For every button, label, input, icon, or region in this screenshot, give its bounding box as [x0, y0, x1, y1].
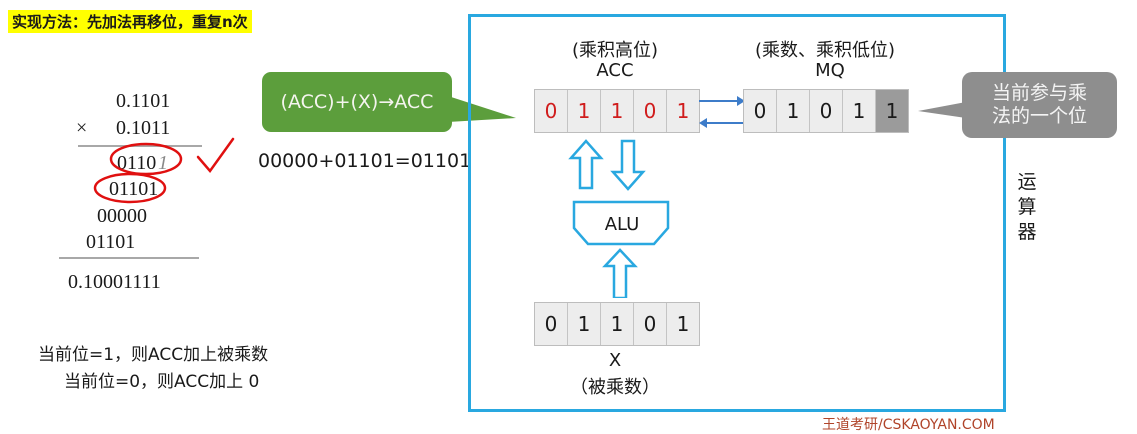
acc-bit: 0 — [535, 90, 568, 132]
operation-text: (ACC)+(X)→ACC — [280, 91, 434, 113]
partial-product-4: 01101 — [86, 231, 136, 253]
divider-line — [59, 257, 199, 259]
product-result: 0.10001111 — [68, 271, 161, 293]
rule-note-bit-1: 当前位=1，则ACC加上被乘数 — [38, 345, 269, 365]
acc-bit: 0 — [634, 90, 667, 132]
x-bit: 1 — [667, 303, 699, 345]
x-label: X — [608, 350, 622, 371]
mq-bit: 0 — [744, 90, 777, 132]
partial-product-annotation: 1 — [158, 152, 168, 174]
x-bit: 0 — [535, 303, 568, 345]
x-bit: 1 — [601, 303, 634, 345]
mq-label: MQ — [815, 60, 845, 81]
current-bit-callout-pointer — [918, 102, 966, 118]
mq-current-bit: 1 — [876, 90, 908, 132]
mq-bit: 0 — [810, 90, 843, 132]
divider-line — [78, 145, 202, 147]
addition-equation: 00000+01101=01101 — [258, 150, 472, 172]
circle-annotation-1 — [109, 142, 183, 176]
mq-bit: 1 — [843, 90, 876, 132]
arithmetic-unit-label: 运算器 — [1017, 171, 1037, 243]
mq-caption: (乘数、乘积低位) — [754, 40, 896, 61]
alu-label: ALU — [604, 214, 640, 235]
acc-label: ACC — [596, 60, 634, 81]
multiplier: 0.1011 — [116, 117, 171, 139]
acc-bit: 1 — [568, 90, 601, 132]
mq-bit: 1 — [777, 90, 810, 132]
circle-annotation-2 — [93, 172, 167, 204]
multiplicand: 0.1101 — [116, 90, 171, 112]
up-arrow-icon — [602, 248, 638, 298]
x-bit: 0 — [634, 303, 667, 345]
acc-bit: 1 — [601, 90, 634, 132]
alu-diagram — [568, 139, 670, 298]
current-bit-text: 当前参与乘法的一个位 — [991, 82, 1087, 127]
arrow-right-icon — [737, 96, 745, 106]
alu-shape — [572, 200, 670, 246]
times-sign: × — [76, 117, 88, 139]
rule-notes: 当前位=1，则ACC加上被乘数 当前位=0，则ACC加上 0 — [38, 342, 268, 396]
acc-caption: (乘积高位) — [571, 40, 659, 61]
down-arrow-icon — [610, 139, 646, 191]
watermark: 王道考研/CSKAOYAN.COM — [822, 417, 995, 433]
partial-product-3: 00000 — [97, 205, 147, 227]
x-bit: 1 — [568, 303, 601, 345]
arrow-left-icon — [699, 118, 707, 128]
mq-register: 0 1 0 1 1 — [743, 89, 909, 133]
x-caption: （被乘数） — [570, 377, 660, 398]
acc-bit: 1 — [667, 90, 699, 132]
up-arrow-icon — [568, 139, 604, 190]
x-register: 0 1 1 0 1 — [534, 302, 700, 346]
method-title: 实现方法：先加法再移位，重复n次 — [8, 10, 252, 33]
red-annotations — [93, 137, 235, 204]
current-bit-callout: 当前参与乘法的一个位 — [962, 72, 1117, 138]
checkmark-icon — [196, 137, 235, 174]
acc-mq-arrows — [699, 96, 745, 128]
rule-note-bit-0: 当前位=0，则ACC加上 0 — [64, 372, 260, 392]
acc-register: 0 1 1 0 1 — [534, 89, 700, 133]
partial-product-1: 0110 — [117, 152, 157, 174]
partial-product-2: 01101 — [109, 178, 159, 200]
operation-callout: (ACC)+(X)→ACC — [262, 72, 452, 132]
operation-callout-pointer — [448, 96, 516, 122]
arithmetic-unit-frame — [468, 14, 1006, 412]
